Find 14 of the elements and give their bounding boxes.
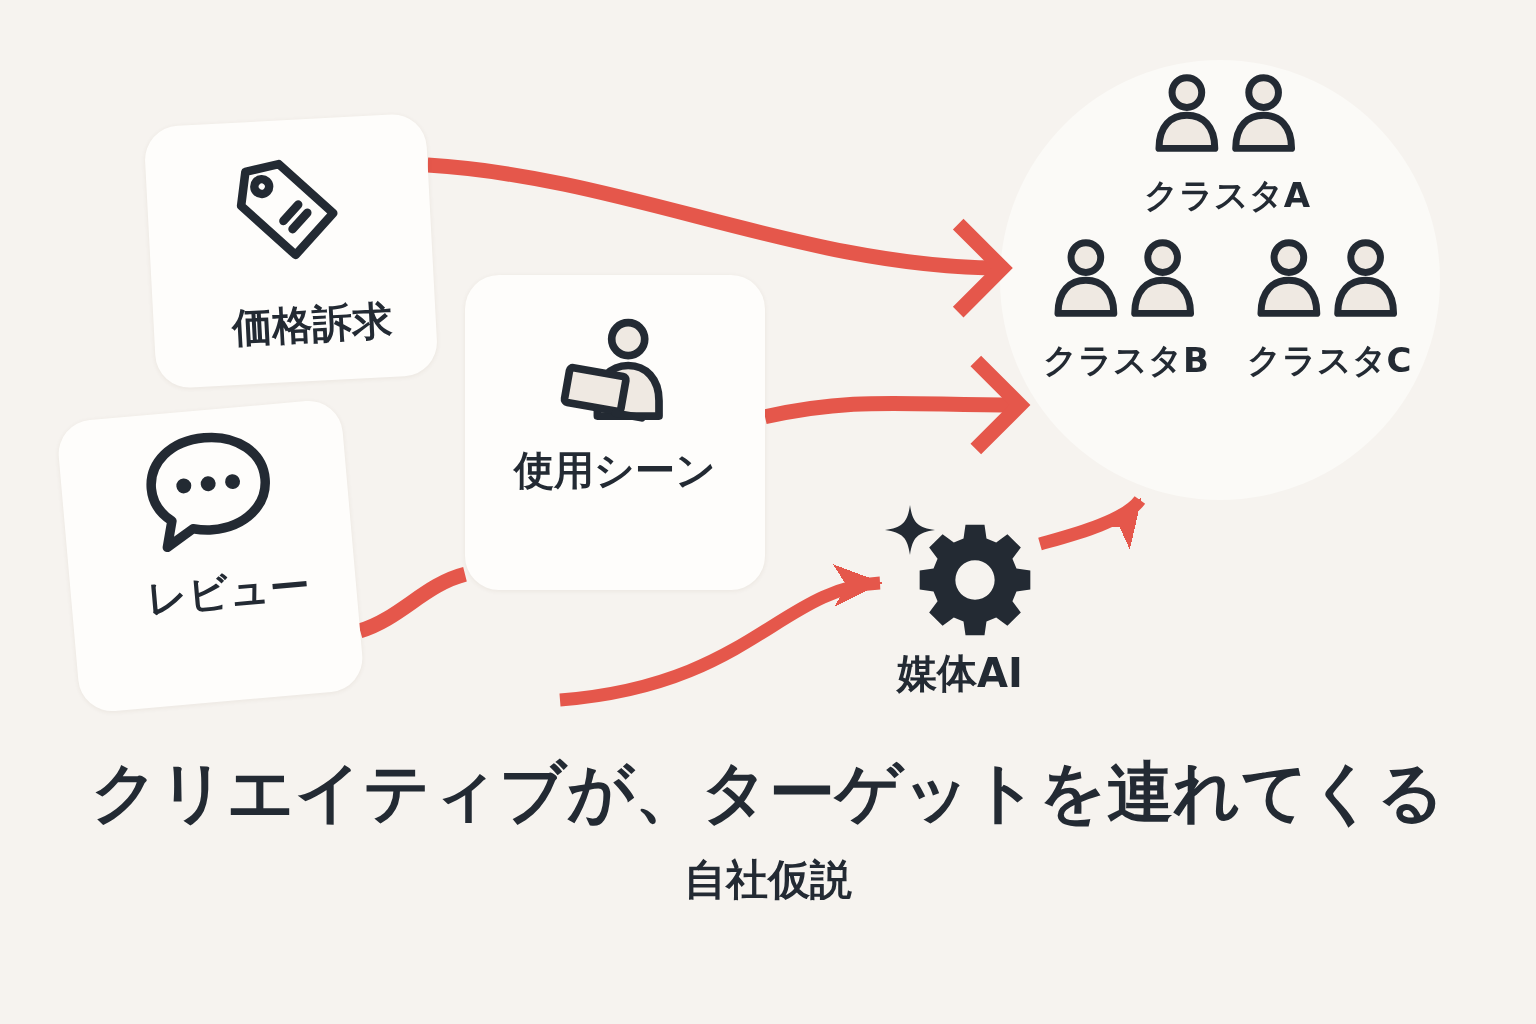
title: クリエイティブが、ターゲットを連れてくる <box>91 753 1445 833</box>
node-label: 媒体AI <box>897 650 1023 696</box>
subtitle: 自社仮説 <box>684 854 852 906</box>
node-label: クラスタC <box>1246 341 1412 381</box>
arrow <box>1038 495 1145 551</box>
node-label: 価格訴求 <box>230 296 393 352</box>
connector-line <box>357 567 468 638</box>
arrow <box>427 157 1010 318</box>
node-label: 使用シーン <box>514 447 716 493</box>
card <box>465 275 765 590</box>
node-label: クラスタB <box>1043 341 1209 381</box>
arrow <box>763 353 1028 457</box>
node-label: レビュー <box>145 561 312 622</box>
node-label: クラスタA <box>1143 176 1311 216</box>
